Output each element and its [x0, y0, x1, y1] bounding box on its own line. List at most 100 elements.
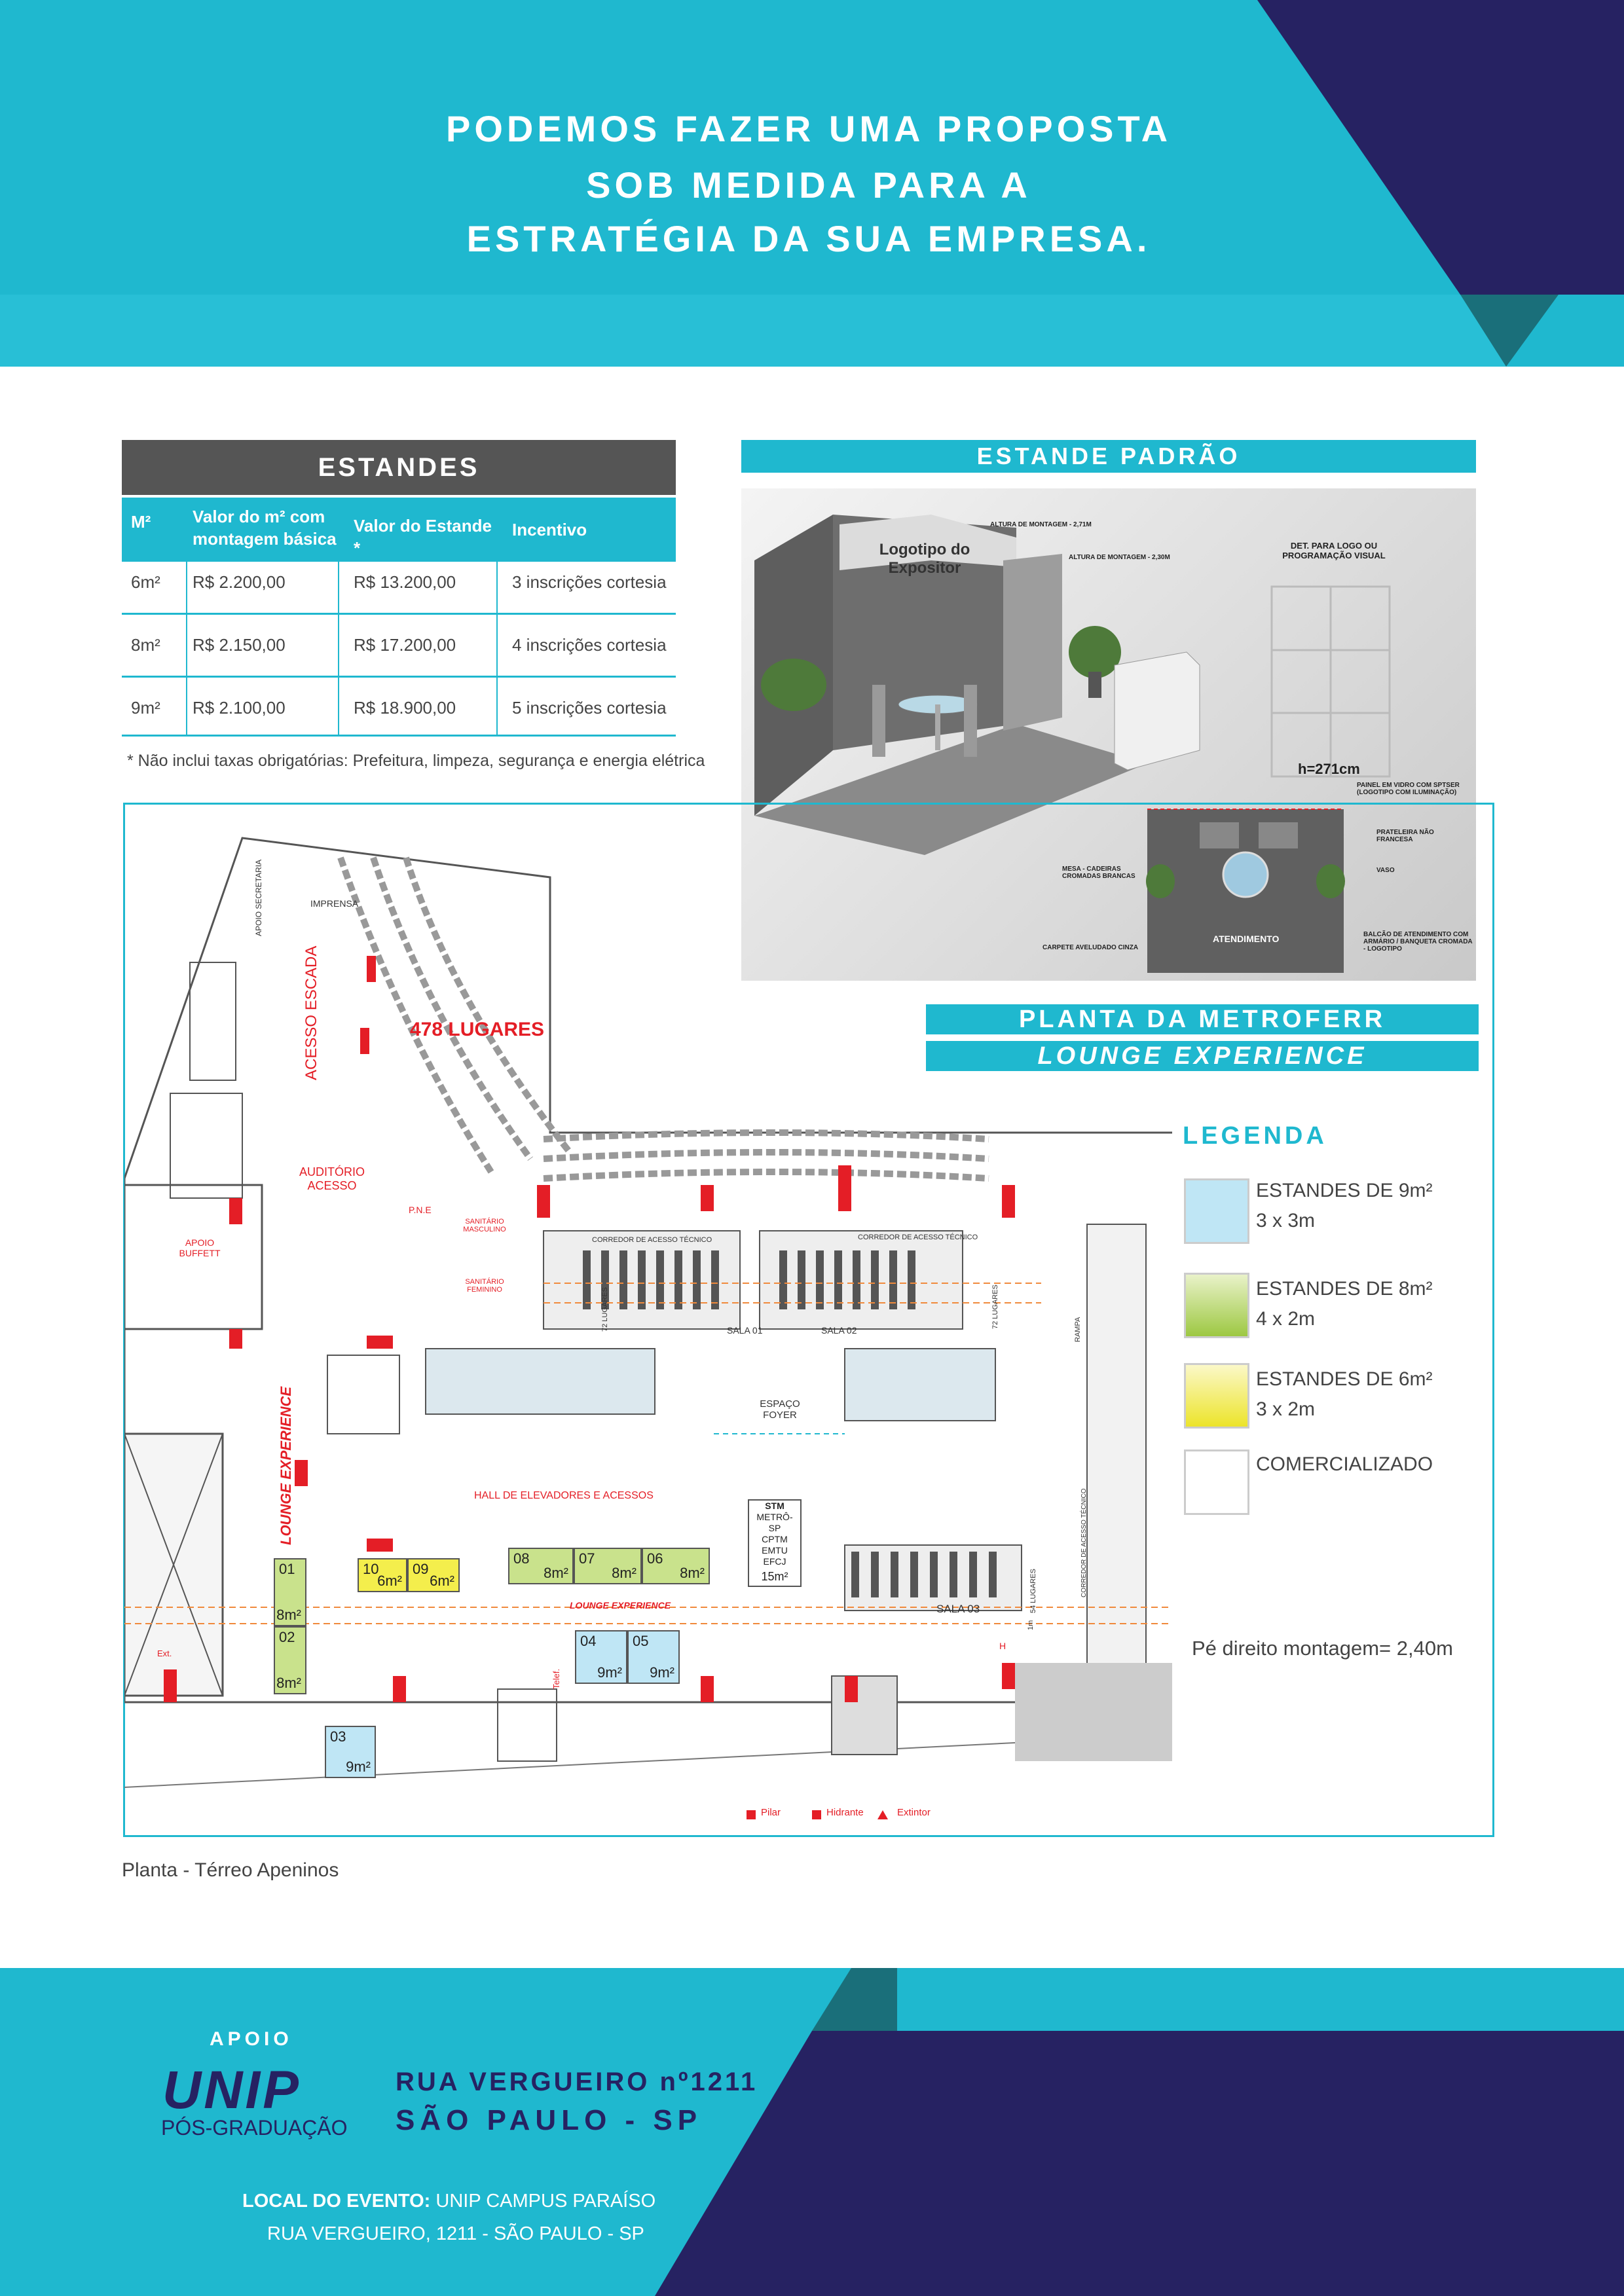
standard-stand-render: Logotipo do Expositor ALTURA DE MONTAGEM…	[741, 488, 1476, 981]
stand-area: 9m²	[597, 1664, 622, 1681]
footer-venue-label: LOCAL DO EVENTO:	[242, 2191, 431, 2212]
stand-area: 9m²	[346, 1758, 371, 1775]
legend-size-6m2: 3 x 2m	[1256, 1398, 1316, 1420]
headline-line-3: ESTRATÉGIA DA SUA EMPRESA.	[466, 218, 1151, 259]
label-hydrant: H	[999, 1641, 1006, 1651]
stand-02[interactable]: 02 8m²	[274, 1626, 306, 1694]
row-divider	[122, 735, 676, 737]
label-72-lugares-a: 72 LUGARES	[601, 1287, 609, 1332]
plan-subtitle: LOUNGE EXPERIENCE	[926, 1041, 1479, 1071]
legend-swatch-8m2	[1184, 1273, 1249, 1338]
render-logo-detail: DET. PARA LOGO OU PROGRAMAÇÃO VISUAL	[1282, 541, 1386, 560]
stm-area: 15m²	[761, 1570, 788, 1583]
label-sanitario-feminino: SANITÁRIO FEMININO	[465, 1278, 504, 1294]
stand-area: 6m²	[430, 1573, 454, 1589]
stand-09[interactable]: 09 6m²	[407, 1558, 460, 1592]
label-apoio-secretaria: APOIO SECRETARIA	[254, 859, 263, 936]
render-height-value: h=271cm	[1298, 761, 1360, 777]
key-hidrante: Hidrante	[826, 1807, 864, 1818]
stm-members: METRÔ-SP CPTM EMTU EFCJ	[756, 1512, 793, 1567]
table-cell: 6m²	[131, 572, 160, 592]
standard-stand-title: ESTANDE PADRÃO	[741, 440, 1476, 473]
stand-06[interactable]: 06 8m²	[642, 1548, 710, 1584]
label-hall-elevadores: HALL DE ELEVADORES E ACESSOS	[474, 1490, 654, 1501]
label-espaco-foyer: ESPAÇO FOYER	[760, 1398, 800, 1421]
legend-size-9m2: 3 x 3m	[1256, 1210, 1316, 1231]
render-fascia-label: ALTURA DE MONTAGEM - 2,30M	[1069, 554, 1170, 561]
label-sala-01: SALA 01	[727, 1325, 763, 1336]
stand-number: 02	[279, 1629, 295, 1645]
label-corredor-2: CORREDOR DE ACESSO TÉCNICO	[858, 1233, 978, 1241]
col-header-price-m2: Valor do m² com montagem básica	[193, 507, 337, 549]
label-1m: 1m	[1027, 1620, 1035, 1630]
label-extintor-ext: Ext.	[157, 1649, 172, 1658]
legend-swatch-6m2	[1184, 1363, 1249, 1429]
label-lounge-band: LOUNGE EXPERIENCE	[570, 1600, 671, 1611]
unip-logo: UNIP	[162, 2060, 301, 2120]
column-divider	[338, 562, 339, 736]
stand-area: 8m²	[544, 1565, 568, 1581]
render-logo-text: Logotipo do Expositor	[879, 541, 970, 577]
stand-number: 01	[279, 1561, 295, 1577]
headline-line-1: PODEMOS FAZER UMA PROPOSTA	[445, 108, 1172, 149]
footer-venue-name: UNIP CAMPUS PARAÍSO	[435, 2191, 656, 2212]
footer-address-street: RUA VERGUEIRO nº1211	[396, 2068, 758, 2096]
plan-caption: Planta - Térreo Apeninos	[122, 1859, 339, 1881]
stands-table-header	[122, 498, 676, 562]
key-extintor: Extintor	[897, 1807, 931, 1818]
footer-apoio: APOIO	[210, 2028, 293, 2050]
render-vase-label: VASO	[1376, 867, 1395, 874]
legend-swatch-9m2	[1184, 1178, 1249, 1244]
stand-10[interactable]: 10 6m²	[358, 1558, 407, 1592]
table-cell: R$ 13.200,00	[354, 572, 456, 592]
table-cell: 8m²	[131, 635, 160, 655]
table-cell: R$ 2.100,00	[193, 698, 286, 718]
footer-venue-address: RUA VERGUEIRO, 1211 - SÃO PAULO - SP	[267, 2223, 644, 2244]
table-cell: 3 inscrições cortesia	[512, 572, 667, 592]
key-pilar: Pilar	[761, 1807, 781, 1818]
table-cell: R$ 2.150,00	[193, 635, 286, 655]
stand-area: 8m²	[612, 1565, 637, 1581]
legend-label-6m2: ESTANDES DE 6m²	[1256, 1368, 1433, 1390]
label-lounge-vertical: LOUNGE EXPERIENCE	[278, 1386, 294, 1545]
stand-number: 07	[579, 1550, 595, 1567]
floor-plan-drawing	[124, 837, 1172, 1819]
stand-01[interactable]: 01 8m²	[274, 1558, 306, 1626]
table-cell: R$ 18.900,00	[354, 698, 456, 718]
stand-area: 8m²	[276, 1607, 301, 1623]
label-apoio-buffett: APOIO BUFFETT	[179, 1237, 221, 1258]
plan-title: PLANTA DA METROFERR	[926, 1004, 1479, 1034]
label-rampa: RAMPA	[1074, 1317, 1082, 1342]
stand-area: 8m²	[680, 1565, 705, 1581]
stand-number: 10	[363, 1561, 379, 1577]
render-carpet-label: CARPETE AVELUDADO CINZA	[1043, 944, 1139, 951]
row-divider	[122, 676, 676, 678]
headline-line-2: SOB MEDIDA PARA A	[586, 164, 1031, 206]
table-cell: 9m²	[131, 698, 160, 718]
legend-label-sold: COMERCIALIZADO	[1256, 1453, 1433, 1475]
render-counter-label: BALCÃO DE ATENDIMENTO COM ARMÁRIO / BANQ…	[1363, 931, 1473, 953]
stm-booth: STM METRÔ-SP CPTM EMTU EFCJ 15m²	[748, 1499, 802, 1587]
stand-number: 09	[413, 1561, 429, 1577]
stand-render-drawing	[754, 515, 1391, 973]
stand-07[interactable]: 07 8m²	[574, 1548, 642, 1584]
ceiling-height-note: Pé direito montagem= 2,40m	[1192, 1637, 1453, 1660]
table-footnote: * Não inclui taxas obrigatórias: Prefeit…	[127, 752, 705, 770]
stand-number: 06	[647, 1550, 663, 1567]
stand-04[interactable]: 04 9m²	[575, 1630, 627, 1684]
stand-number: 08	[513, 1550, 530, 1567]
row-divider	[122, 613, 676, 615]
footer-background	[0, 1964, 1624, 2296]
render-table-label: MESA - CADEIRAS CROMADAS BRANCAS	[1062, 866, 1135, 880]
stand-number: 05	[633, 1633, 649, 1649]
label-sanitario-masculino: SANITÁRIO MASCULINO	[463, 1218, 506, 1233]
label-auditorio: AUDITÓRIO ACESSO	[299, 1165, 365, 1192]
stand-03[interactable]: 03 9m²	[325, 1726, 376, 1778]
col-header-stand-price: Valor do Estande *	[354, 516, 492, 558]
label-478-lugares: 478 LUGARES	[410, 1019, 545, 1040]
stand-05[interactable]: 05 9m²	[627, 1630, 680, 1684]
legend-label-8m2: ESTANDES DE 8m²	[1256, 1278, 1433, 1300]
stand-08[interactable]: 08 8m²	[508, 1548, 574, 1584]
label-corredor-1: CORREDOR DE ACESSO TÉCNICO	[592, 1236, 712, 1244]
label-54-lugares: 54 LUGARES	[1029, 1569, 1037, 1613]
